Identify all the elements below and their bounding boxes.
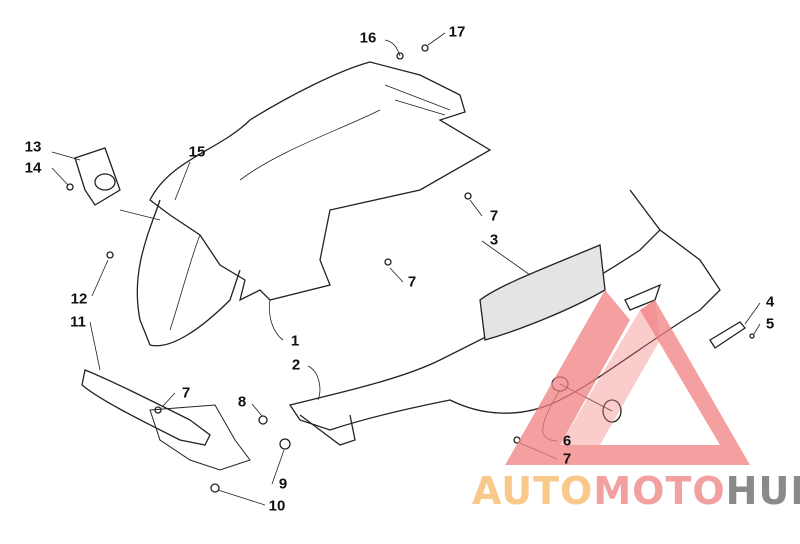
callout-11: 11 [70, 313, 86, 331]
callout-10: 10 [268, 497, 286, 515]
callout-12: 12 [70, 290, 88, 308]
upper-panel [149, 61, 492, 302]
callout-16: 16 [359, 29, 377, 47]
logo-moto: MOTO [593, 469, 726, 513]
callout-7: 7 [407, 273, 417, 291]
callout-5: 5 [765, 315, 775, 333]
logo-hub: HUB [725, 469, 800, 513]
callout-1: 1 [290, 332, 300, 350]
callout-13: 13 [24, 138, 42, 156]
callout-7: 7 [562, 450, 572, 468]
callout-7: 7 [489, 207, 499, 225]
belly-pan [288, 189, 721, 431]
part-13-boot [74, 147, 121, 206]
watermark-logo-text: AUTOMOTOHUB [472, 472, 800, 510]
callout-14: 14 [24, 159, 42, 177]
part-11-bumper [81, 369, 211, 446]
callout-2: 2 [291, 356, 301, 374]
callout-9: 9 [278, 475, 288, 493]
logo-auto: AUTO [472, 469, 594, 513]
callout-8: 8 [237, 393, 247, 411]
callout-4: 4 [765, 293, 775, 311]
callout-17: 17 [448, 23, 466, 41]
callout-6: 6 [562, 432, 572, 450]
callout-3: 3 [489, 231, 499, 249]
part-4-bracket [709, 321, 746, 349]
watermark-logo-triangle [505, 290, 750, 465]
callout-7: 7 [181, 384, 191, 402]
callout-15: 15 [188, 143, 206, 161]
